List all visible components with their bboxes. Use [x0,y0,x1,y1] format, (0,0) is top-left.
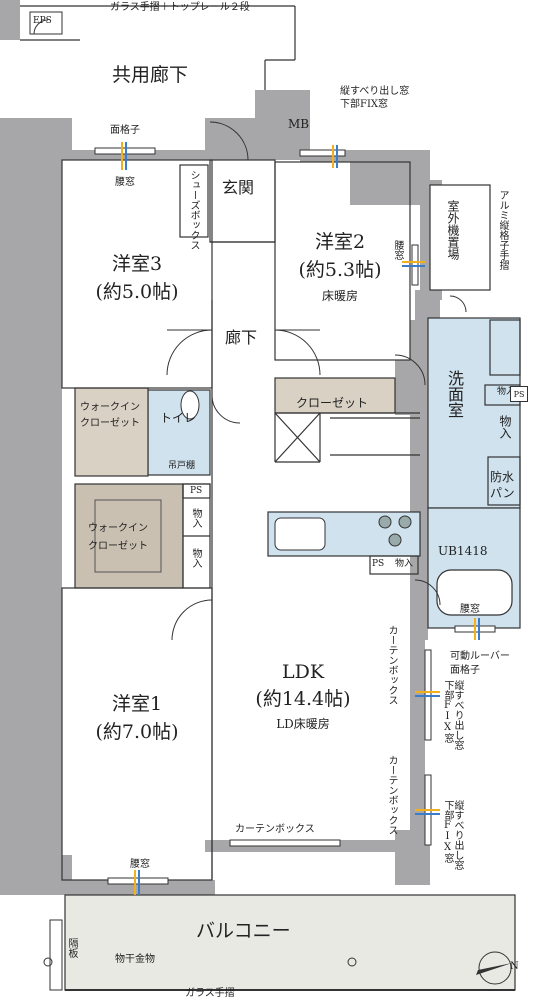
ps-a-box: PS [510,386,528,402]
shoe-box-label: シューズボックス [188,170,199,250]
waist-window-w2-label: 腰窓 [392,240,403,260]
eps-door-arc [33,19,49,35]
vent-marks-blue [125,142,480,895]
movable-louver-label: 可動ルーバー 面格子 [450,651,510,676]
bottom-rail-label: ガラス手摺 [185,988,235,999]
wall-right-ldk [410,640,425,870]
wall-top-w3 [62,150,212,160]
hallway-label: 廊下 [225,328,258,347]
walkin-small-area [74,387,149,477]
column-ldk-right [395,360,430,415]
storage-d-label: 物入 [190,548,201,568]
column-right-bottom [395,830,430,885]
partition-board [49,919,63,991]
storage-a-label: 物入 [497,387,516,397]
column-left-top [0,118,72,160]
storage-e-label: 物入 [395,559,414,569]
wall-left-outer [0,118,62,888]
outdoor-unit-area [429,184,491,291]
mb-label: MB [288,117,310,131]
waist-window-bath-label: 腰窓 [460,604,480,615]
balcony-area [64,894,516,991]
curtain-box-top-label: カーテンボックス [386,625,397,705]
common-corridor-label: 共用廊下 [112,64,189,86]
column-left-bottom [0,855,72,895]
wall-top-corridor-left [0,0,20,40]
toilet-label: トイレ [160,411,197,425]
ldk-name: LDK [281,661,325,683]
toilet-cabinet-label: 吊戸棚 [168,461,196,471]
western2-size: (約5.3帖) [298,259,382,281]
ps-c-label: PS [372,559,385,569]
balcony-label: バルコニー [196,920,291,942]
western2-name: 洋室2 [314,231,366,253]
stove-burner-3 [388,533,402,547]
partition-label: 隔板 [66,938,77,958]
face-lattice-label: 面格子 [110,125,140,136]
walkin-large-inner [94,499,162,573]
ldk-window-2-label: 縦すべり出し窓 下部FIX窓 [442,800,463,870]
ldk-size: (約14.4帖) [255,688,351,710]
genkan-label: 玄関 [222,178,255,197]
clothes-hanger-label: 物干金物 [115,954,155,965]
eps-label: EPS [33,16,52,26]
curtain-box-horizontal-label: カーテンボックス [235,824,315,835]
hanger-left [43,957,53,967]
column-genkan-top [205,118,260,160]
corridor-lines [20,5,296,90]
western1-size: (約7.0帖) [95,721,179,743]
ldk-note: LD床暖房 [276,717,330,731]
waist-window-w1-label: 腰窓 [130,859,150,870]
north-label: N [510,961,519,972]
curtain-box-bottom-label: カーテンボックス [386,755,397,835]
aluminum-rail-label: アルミ縦格子手摺 [497,190,508,270]
storage-c-label: 物入 [190,508,201,528]
western2-note: 床暖房 [321,289,359,303]
walkin-large-label: ウォークイン クローゼット [88,523,148,552]
storage-b-label: 物入 [498,415,512,439]
top-rail-label: ガラス手摺＋トップレール２段 [110,2,250,13]
kitchen-sink [274,517,326,551]
north-arrow-icon [476,951,512,985]
walls [0,0,442,905]
eps-box [29,11,63,35]
washroom-label: 洗面室 [445,370,464,418]
w2-top-window-label: 縦すべり出し窓 下部FIX窓 [340,86,410,110]
closet-area [274,377,396,414]
walkin-small-label: ウォークイン クローゼット [80,402,140,429]
column-mb [255,90,310,160]
waist-window-w3-label: 腰窓 [115,177,135,188]
western3-size: (約5.0帖) [95,281,179,303]
vent-marks [121,142,476,895]
column-right-side [415,290,440,320]
ps-b-label: PS [190,486,203,496]
western3-name: 洋室3 [111,253,163,275]
toilet-area [147,389,211,476]
ldk-window-1-label: 縦すべり出し窓 下部FIX窓 [442,680,463,750]
door-arcs [166,121,467,641]
outdoor-unit-label: 室外機置場 [446,200,460,260]
column-right-top [350,150,430,205]
wash-area [427,317,521,509]
closet-label: クローゼット [296,396,369,410]
toilet-fixture [180,390,200,420]
stove-burner-2 [398,515,412,529]
stove-burner-1 [378,515,392,529]
western1-name: 洋室1 [111,693,163,715]
bath-label: UB1418 [438,544,488,558]
hanger-right [347,957,357,967]
waterproof-pan-label: 防水 パン [490,470,515,500]
